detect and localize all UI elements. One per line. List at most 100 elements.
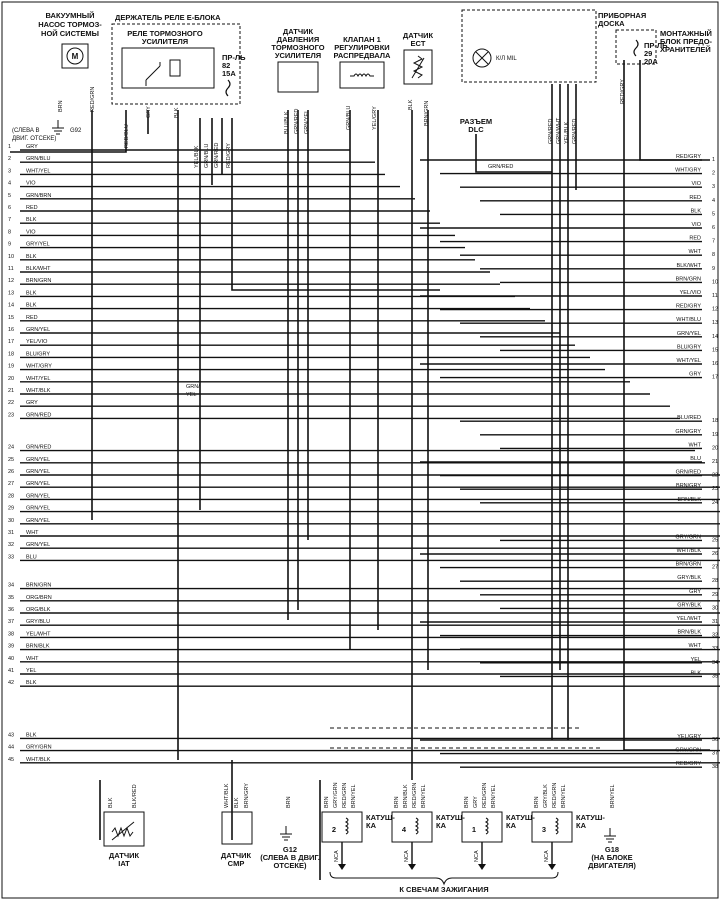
right-pin-number: 22 [712,473,718,479]
left-pin-color: ORG/BRN [26,595,52,601]
svg-text:GRN/BLU: GRN/BLU [346,106,352,130]
left-pin-color: GRN/YEL [26,457,50,463]
left-pin-color: RED [26,315,38,321]
right-pin-color: WHT [688,643,701,649]
coil-wire-label: BRN/YEL [351,784,357,808]
left-pin-color: GRN/YEL [26,542,50,548]
right-pin-number: 13 [712,320,718,326]
right-pin-number: 30 [712,605,718,611]
right-pin-color: BRN/BLK [677,497,701,503]
left-pin-number: 32 [8,542,14,548]
cmp-sensor: ДАТЧИК CMP WHT/BLK BLK BRN/GRY [221,783,253,868]
svg-text:GRY: GRY [146,106,152,118]
left-pin-number: 5 [8,193,11,199]
svg-text:(НА БЛОКЕ: (НА БЛОКЕ [591,853,632,862]
right-pin-number: 3 [712,184,715,190]
left-pin-number: 25 [8,457,14,463]
svg-text:20A: 20A [644,57,658,66]
svg-text:GRN/YEL: GRN/YEL [304,110,310,134]
left-pin-number: 38 [8,631,14,637]
right-pin-number: 7 [712,239,715,245]
coil-wire-label: GRY/GRN [333,782,339,808]
left-pin-color: YEL/VIO [26,339,48,345]
coil-wire-label: RED/GRN [552,783,558,808]
right-pin-number: 32 [712,633,718,639]
coil-number: 2 [332,825,336,834]
right-pin-number: 29 [712,592,718,598]
left-pin-number: 15 [8,315,14,321]
coil-label: КАТУШ- [366,813,395,822]
svg-text:G12: G12 [283,845,297,854]
svg-text:БЛОК ПРЕДО-: БЛОК ПРЕДО- [660,37,713,46]
svg-text:BLK: BLK [234,797,240,808]
coil-wire-label: RED/GRN [482,783,488,808]
left-pin-color: GRN/RED [26,412,51,418]
ground-g12: BRN G12 (СЛЕВА В ДВИГ. ОТСЕКЕ) [260,796,320,870]
right-pin-number: 27 [712,565,718,571]
right-pin-color: BLU/RED [677,415,701,421]
right-pin-color: BRN/GRN [676,276,701,282]
svg-text:BLK: BLK [108,797,114,808]
left-pin-number: 3 [8,168,11,174]
right-pin-number: 16 [712,361,718,367]
spark-plugs-label: К СВЕЧАМ ЗАЖИГАНИЯ [329,871,559,894]
svg-text:GRN/RED: GRN/RED [214,143,220,168]
left-pin-number: 27 [8,481,14,487]
svg-text:РАСПРЕДВАЛА: РАСПРЕДВАЛА [334,51,392,60]
coil-bus [330,727,600,749]
right-pin-color: RED [689,236,701,242]
left-pin-color: GRN/YEL [26,469,50,475]
left-pin-number: 18 [8,351,14,357]
right-pin-number: 23 [712,486,718,492]
left-pin-number: 35 [8,595,14,601]
left-pin-color: BLU/GRY [26,351,50,357]
left-pin-color: WHT/GRY [26,364,52,370]
left-pin-number: 10 [8,254,14,260]
left-pin-color: GRN/YEL [26,518,50,524]
left-pin-color: WHT/YEL [26,376,50,382]
svg-text:YEL/BLK: YEL/BLK [194,145,200,168]
left-pin-number: 9 [8,242,11,248]
right-pin-number: 10 [712,279,718,285]
coil-label: КА [366,821,377,830]
left-pin-color: GRY [26,400,38,406]
right-pin-color: YEL [691,657,701,663]
svg-text:GRN/RED: GRN/RED [294,109,300,134]
right-pin-number: 9 [712,266,715,272]
right-pin-number: 34 [712,660,718,666]
left-pin-color: GRY/BLU [26,619,50,625]
svg-text:YEL/BLK: YEL/BLK [564,121,570,144]
svg-text:GRN/RED: GRN/RED [488,164,513,170]
left-pin-color: BLK/WHT [26,266,51,272]
nca-label: NCA [544,850,550,862]
svg-text:ВАКУУМНЫЙ: ВАКУУМНЫЙ [46,11,95,20]
svg-text:ДАТЧИК: ДАТЧИК [403,31,434,40]
fuse-20a-icon [633,39,639,57]
svg-text:29: 29 [644,49,652,58]
solenoid-icon [350,73,374,78]
eblock-relay-holder: ДЕРЖАТЕЛЬ РЕЛЕ E-БЛОКА РЕЛЕ ТОРМОЗНОГО У… [111,13,246,105]
coil-label: КА [436,821,447,830]
left-pin-number: 19 [8,364,14,370]
coil-label: КАТУШ- [576,813,605,822]
svg-text:КЛАПАН 1: КЛАПАН 1 [343,35,381,44]
right-pin-number: 37 [712,751,718,757]
coil-wire-label: BRN [534,796,540,808]
vacuum-pump: ВАКУУМНЫЙ НАСОС ТОРМОЗ- НОЙ СИСТЕМЫ M [38,11,102,69]
svg-text:BRN/GRN: BRN/GRN [424,101,430,126]
